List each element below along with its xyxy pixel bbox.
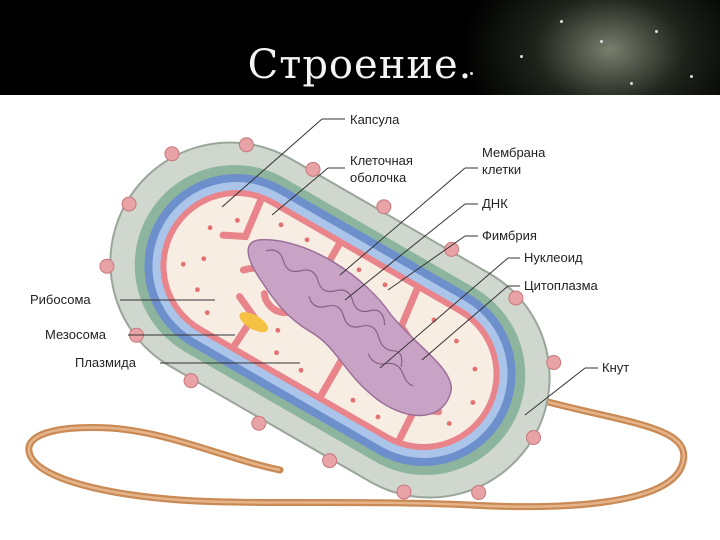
slide-header: Строение. xyxy=(0,0,720,95)
star-dot xyxy=(630,82,633,85)
star-dot xyxy=(690,75,693,78)
slide-title: Строение. xyxy=(247,42,473,88)
label-cytoplasm: Цитоплазма xyxy=(524,278,599,293)
star-dot xyxy=(655,30,658,33)
nucleoid xyxy=(247,238,452,417)
label-fimbria: Фимбрия xyxy=(482,228,537,243)
star-dot xyxy=(520,55,523,58)
bacterium-diagram: Капсула Клеточная оболочка Мембрана клет… xyxy=(25,112,688,511)
star-dot xyxy=(560,20,563,23)
label-plasmid: Плазмида xyxy=(75,355,137,370)
star-dot xyxy=(470,72,473,75)
label-membrane-line2: клетки xyxy=(482,162,521,177)
label-cell-wall-line2: оболочка xyxy=(350,170,407,185)
label-nucleoid: Нуклеоид xyxy=(524,250,583,265)
star-dot xyxy=(600,40,603,43)
label-cell-wall-line1: Клеточная xyxy=(350,153,413,168)
leader-lines xyxy=(120,118,598,416)
label-mesosome: Мезосома xyxy=(45,327,107,342)
dna xyxy=(265,249,414,387)
header-glow xyxy=(460,0,720,95)
label-membrane-line1: Мембрана xyxy=(482,145,546,160)
ribosomes xyxy=(180,217,478,426)
label-ribosome: Рибосома xyxy=(30,292,91,307)
label-capsule: Капсула xyxy=(350,112,400,127)
fimbriae xyxy=(99,137,562,500)
plasmid xyxy=(239,312,268,333)
label-dna: ДНК xyxy=(482,196,508,211)
label-flagellum: Кнут xyxy=(602,360,629,375)
